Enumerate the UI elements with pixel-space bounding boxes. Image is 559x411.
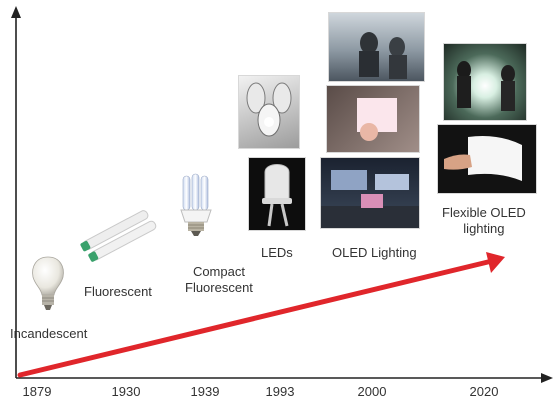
tick-2020: 2020 — [469, 384, 499, 399]
label-incandescent: Incandescent — [10, 326, 88, 341]
tick-1993: 1993 — [265, 384, 295, 399]
label-compact-line1: Compact — [192, 264, 245, 279]
tick-1879: 1879 — [22, 384, 52, 399]
label-compact-fluorescent: Compact Fluorescent — [185, 264, 253, 296]
trend-arrow — [17, 258, 495, 378]
led-array-photo — [238, 75, 300, 149]
x-axis-arrowhead — [541, 373, 553, 383]
label-oled-lighting: OLED Lighting — [332, 245, 417, 260]
label-flexible-line2: lighting — [463, 221, 505, 236]
trend-arrowhead — [486, 252, 505, 273]
tick-1930: 1930 — [111, 384, 141, 399]
led-icon — [248, 157, 306, 231]
y-axis-arrowhead — [11, 6, 21, 18]
label-flexible-oled: Flexible OLED lighting — [442, 205, 526, 237]
flexible-oled-hand-photo — [437, 124, 537, 194]
incandescent-bulb-icon — [32, 256, 64, 310]
oled-room-photo — [320, 157, 420, 229]
oled-panel-photo — [326, 85, 420, 153]
label-leds: LEDs — [261, 245, 293, 260]
tick-1939: 1939 — [190, 384, 220, 399]
compact-fluorescent-bulb-icon — [180, 173, 212, 236]
flexible-oled-photo — [443, 43, 527, 121]
tick-2000: 2000 — [357, 384, 387, 399]
label-fluorescent: Fluorescent — [84, 284, 152, 299]
oled-office-photo — [328, 12, 425, 82]
fluorescent-tube-icon — [80, 210, 157, 262]
label-compact-line2: Fluorescent — [185, 280, 253, 295]
label-flexible-line1: Flexible OLED — [442, 205, 526, 220]
